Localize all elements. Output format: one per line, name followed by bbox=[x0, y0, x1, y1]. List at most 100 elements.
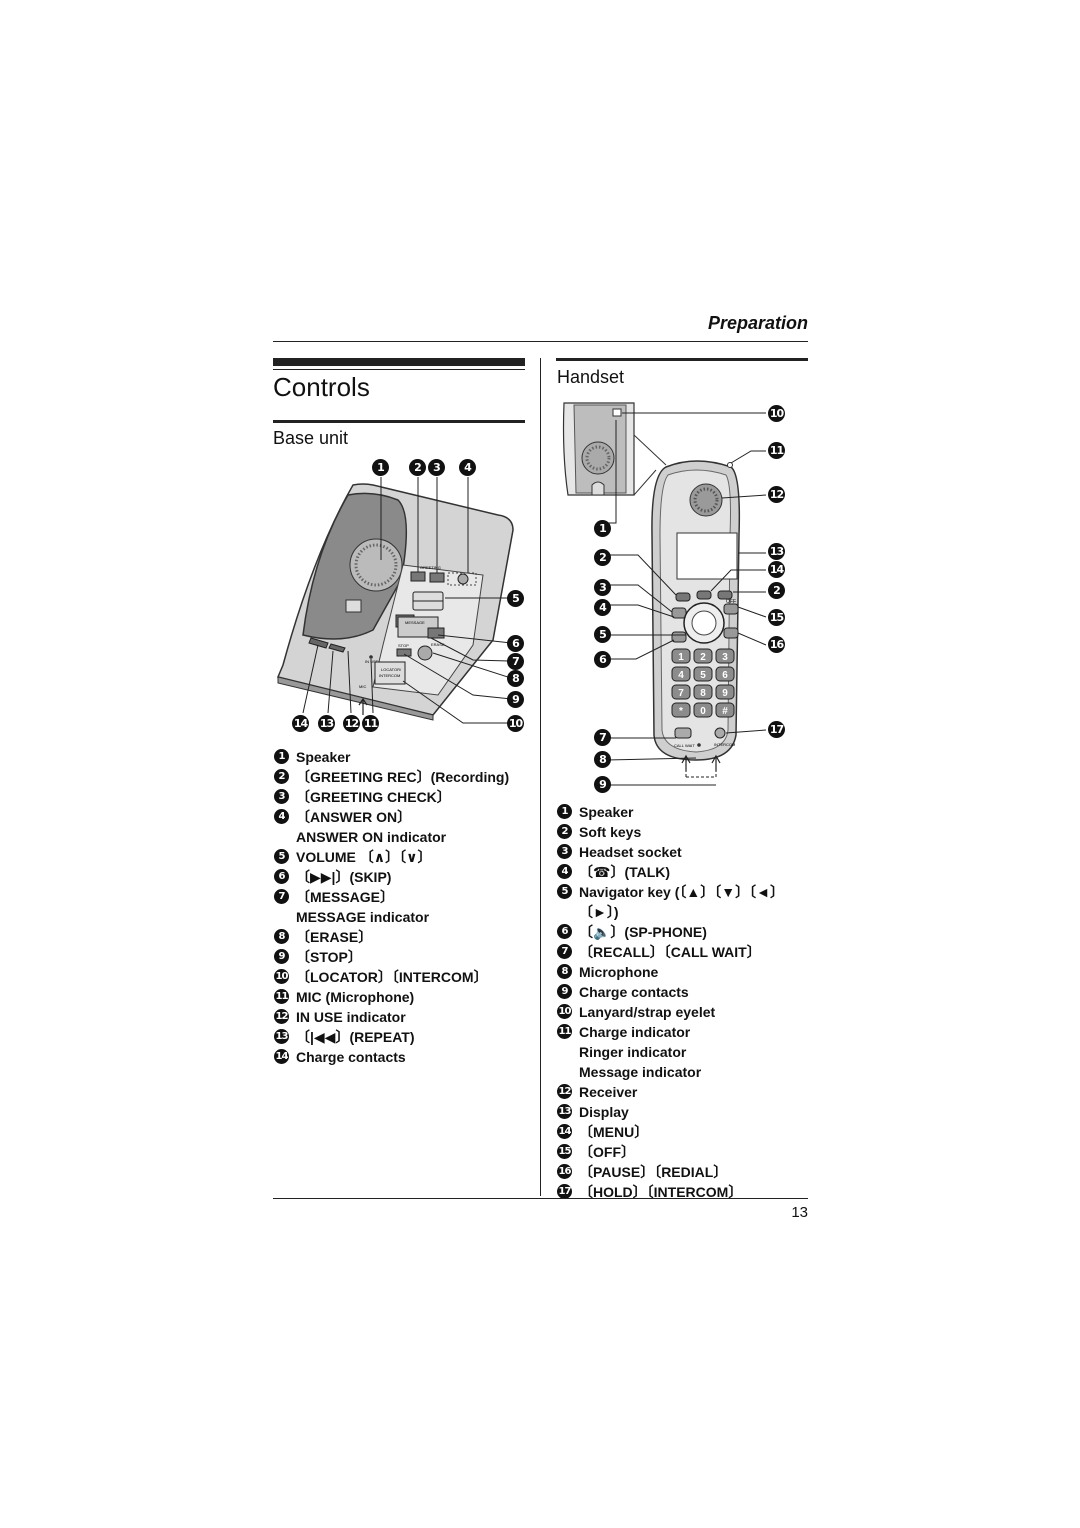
handset-callout-7: 7 bbox=[594, 729, 611, 746]
talk-key bbox=[671, 607, 687, 619]
legend-item: 13〔|◀◀〕(REPEAT) bbox=[274, 1027, 534, 1047]
handset-heading: Handset bbox=[557, 367, 625, 387]
handset-callout-12: 12 bbox=[768, 486, 785, 503]
legend-line: IN USE indicator bbox=[296, 1009, 406, 1025]
legend-text: Display bbox=[579, 1102, 629, 1122]
header-rule bbox=[273, 341, 808, 342]
keypad-key bbox=[693, 684, 713, 700]
legend-line: 〔HOLD〕〔INTERCOM〕 bbox=[579, 1184, 743, 1200]
keypad-key-label: # bbox=[722, 706, 728, 717]
legend-line: 〔LOCATOR〕〔INTERCOM〕 bbox=[296, 969, 488, 985]
legend-line: 〔MENU〕 bbox=[579, 1124, 649, 1140]
legend-line: MESSAGE indicator bbox=[296, 909, 430, 925]
keypad-key-label: 6 bbox=[722, 670, 728, 681]
keypad-key-label: 4 bbox=[678, 670, 684, 681]
legend-text: 〔☎〕(TALK) bbox=[579, 862, 670, 882]
base-callout-12: 12 bbox=[343, 715, 360, 732]
legend-line: 〔GREETING REC〕(Recording) bbox=[296, 769, 510, 785]
legend-text: Charge contacts bbox=[579, 982, 689, 1002]
section-header: Preparation bbox=[707, 313, 808, 333]
handset-callout-9: 9 bbox=[594, 776, 611, 793]
handset-callout-8: 8 bbox=[594, 751, 611, 768]
legend-line: 〔🔈〕(SP-PHONE) bbox=[579, 924, 707, 940]
intercom-label: INTERCOM bbox=[714, 742, 735, 747]
legend-text: 〔MESSAGE〕MESSAGE indicator bbox=[296, 887, 429, 927]
stop-button bbox=[396, 648, 412, 657]
legend-text: 〔▶▶|〕(SKIP) bbox=[296, 867, 391, 887]
base-callout-10: 10 bbox=[507, 715, 524, 732]
legend-line: VOLUME 〔∧〕〔∨〕 bbox=[296, 849, 432, 865]
mic-label: MIC bbox=[359, 684, 366, 689]
legend-item: 10 〔LOCATOR〕〔INTERCOM〕 bbox=[274, 967, 534, 987]
locator-label: LOCATOR/ bbox=[381, 667, 402, 672]
recall-key bbox=[674, 727, 692, 739]
handset-callout-11: 11 bbox=[768, 442, 785, 459]
base-callout-5: 5 bbox=[507, 590, 524, 607]
legend-number-badge: 9 bbox=[557, 984, 572, 999]
answer-on-area bbox=[447, 572, 477, 586]
legend-number-badge: 14 bbox=[557, 1124, 572, 1139]
legend-number-badge: 7 bbox=[557, 944, 572, 959]
keypad-key-label: 9 bbox=[722, 688, 728, 699]
handset-callout-1: 1 bbox=[594, 520, 611, 537]
legend-line: Soft keys bbox=[579, 824, 642, 840]
soft-key-right bbox=[717, 590, 733, 600]
keypad-key bbox=[715, 702, 735, 718]
legend-number-badge: 11 bbox=[274, 989, 289, 1004]
handset-callout-15: 15 bbox=[768, 609, 785, 626]
handset-callout-17: 17 bbox=[768, 721, 785, 738]
legend-number-badge: 8 bbox=[557, 964, 572, 979]
legend-text: 〔PAUSE〕〔REDIAL〕 bbox=[579, 1162, 727, 1182]
base-callout-4: 4 bbox=[459, 459, 476, 476]
legend-item: 17〔HOLD〕〔INTERCOM〕 bbox=[557, 1182, 807, 1202]
legend-text: 〔HOLD〕〔INTERCOM〕 bbox=[579, 1182, 742, 1202]
base-unit-rule bbox=[273, 420, 525, 423]
navigator-center bbox=[691, 610, 717, 636]
erase-label: ERASE bbox=[431, 642, 445, 647]
legend-line: Microphone bbox=[579, 964, 659, 980]
in-use-indicator bbox=[369, 655, 373, 659]
legend-line: Display bbox=[579, 1104, 629, 1120]
inset-connector-1 bbox=[633, 434, 667, 466]
handset-callout-6: 6 bbox=[594, 651, 611, 668]
legend-line: Charge indicator bbox=[579, 1024, 691, 1040]
keypad-key bbox=[715, 648, 735, 664]
legend-number-badge: 7 bbox=[274, 889, 289, 904]
legend-number-badge: 5 bbox=[274, 849, 289, 864]
legend-item: 6〔🔈〕(SP-PHONE) bbox=[557, 922, 807, 942]
base-callout-14: 14 bbox=[292, 715, 309, 732]
legend-line: Lanyard/strap eyelet bbox=[579, 1004, 716, 1020]
greeting-check-button bbox=[429, 572, 445, 583]
legend-number-badge: 10 bbox=[274, 969, 289, 984]
legend-text: Speaker bbox=[296, 747, 350, 767]
base-callout-9: 9 bbox=[507, 691, 524, 708]
charge-arrow-2 bbox=[711, 754, 721, 771]
keypad-key bbox=[671, 648, 691, 664]
inset-clip bbox=[591, 481, 605, 496]
legend-number-badge: 3 bbox=[274, 789, 289, 804]
legend-number-badge: 2 bbox=[274, 769, 289, 784]
base-edge bbox=[277, 676, 434, 721]
legend-item: 15〔OFF〕 bbox=[557, 1142, 807, 1162]
legend-text: Navigator key (〔▲〕〔▼〕〔◄〕〔►〕) bbox=[579, 882, 807, 922]
keypad-key-label: * bbox=[679, 706, 683, 717]
charge-contact-2 bbox=[328, 643, 346, 653]
legend-line: 〔☎〕(TALK) bbox=[579, 864, 671, 880]
off-key bbox=[723, 603, 739, 615]
message-label: MESSAGE bbox=[405, 620, 425, 625]
locator-intercom-button bbox=[374, 661, 406, 685]
legend-text: 〔STOP〕 bbox=[296, 947, 362, 967]
legend-number-badge: 4 bbox=[557, 864, 572, 879]
handset-callout-14: 14 bbox=[768, 561, 785, 578]
pause-redial-key bbox=[723, 627, 739, 639]
legend-line: 〔STOP〕 bbox=[296, 949, 362, 965]
